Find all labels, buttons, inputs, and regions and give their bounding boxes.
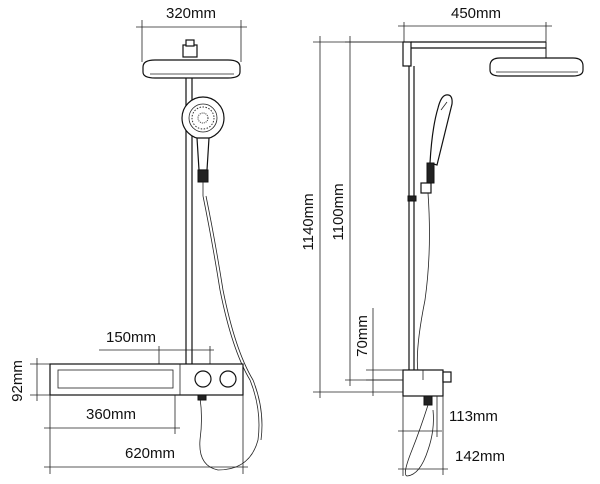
pipe-height-label: 1100mm (330, 183, 347, 240)
depth-a-label: 113mm (449, 408, 498, 425)
overall-width-label: 620mm (125, 445, 175, 462)
panel-height-label: 92mm (9, 360, 26, 402)
panel-width-label: 360mm (86, 406, 136, 423)
overall-width-dimension: 620mm (44, 395, 248, 474)
head-width-label: 320mm (166, 5, 216, 22)
rain-shower-head (142, 39, 241, 79)
side-mixer-body (402, 369, 452, 477)
front-view: 320mm (9, 5, 263, 474)
side-rain-head (489, 57, 584, 77)
side-view: 450mm (300, 5, 584, 477)
head-width-dimension: 320mm (136, 5, 247, 62)
total-height-dimension: 1140mm (300, 36, 403, 398)
panel-width-dimension: 360mm (44, 395, 180, 474)
total-height-label: 1140mm (300, 193, 317, 250)
arm-reach-label: 450mm (451, 5, 501, 22)
hand-shower (181, 96, 263, 471)
depth-a-dimension: 113mm (398, 396, 498, 476)
side-hand-shower (416, 94, 453, 373)
side-riser-and-arm (402, 41, 547, 370)
thermostatic-panel (49, 363, 244, 401)
panel-drop-dimension: 70mm (354, 308, 403, 396)
depth-b-label: 142mm (455, 448, 505, 465)
panel-drop-label: 70mm (354, 315, 371, 357)
panel-offset-label: 150mm (106, 329, 156, 346)
arm-reach-dimension: 450mm (398, 5, 552, 55)
depth-b-dimension: 142mm (398, 396, 505, 475)
panel-height-dimension: 92mm (9, 358, 50, 402)
